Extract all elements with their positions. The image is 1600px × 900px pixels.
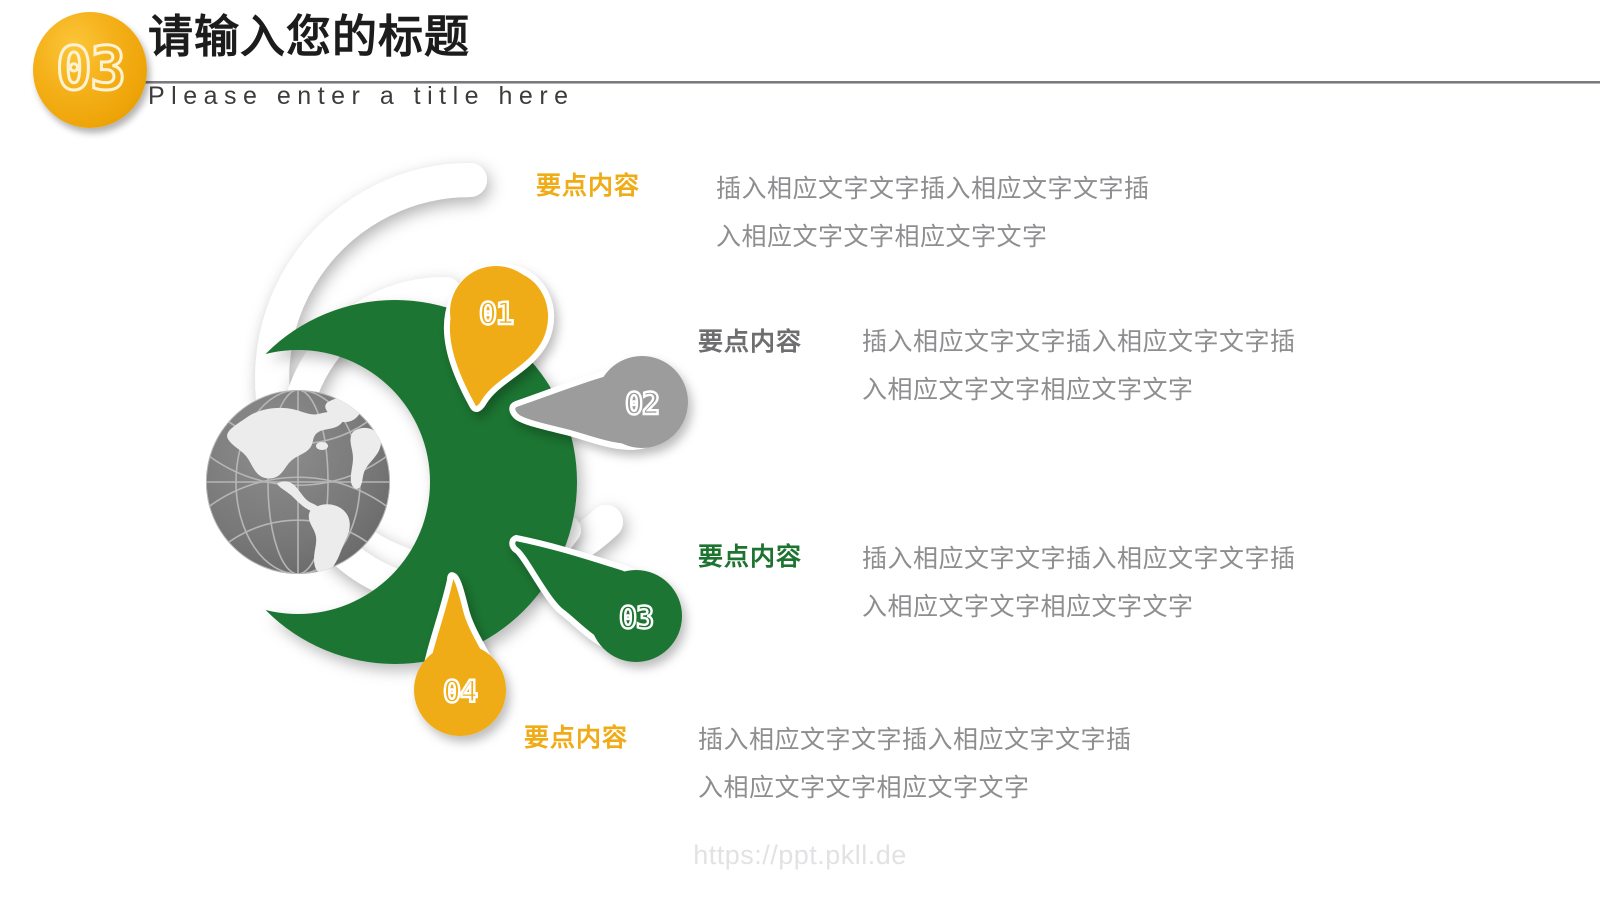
globe-icon [206,390,390,574]
footer-url: https://ppt.pkll.de [693,840,907,870]
item-02-body: 插入相应文字文字插入相应文字文字插 入相应文字文字相应文字文字 [862,318,1296,414]
item-04-body-line-2: 入相应文字文字相应文字文字 [698,773,1030,802]
marker-01 [443,263,555,412]
item-03-body-line-1: 插入相应文字文字插入相应文字文字插 [862,544,1296,573]
item-04-heading: 要点内容 [524,723,629,752]
page-subtitle: Please enter a title here [148,82,575,110]
title-block: 请输入您的标题 Please enter a title here [148,10,1248,111]
item-03-body: 插入相应文字文字插入相应文字文字插 入相应文字文字相应文字文字 [862,535,1296,631]
marker-02-number: 02 [625,387,659,422]
item-03-heading: 要点内容 [698,542,803,571]
item-01-heading: 要点内容 [536,171,641,200]
marker-04-number: 04 [443,675,477,710]
item-02-heading: 要点内容 [698,327,803,356]
item-01-body-line-2: 入相应文字文字相应文字文字 [716,222,1048,251]
header-divider [100,81,1600,84]
item-04-body-line-1: 插入相应文字文字插入相应文字文字插 [698,725,1132,754]
marker-02 [509,356,688,450]
marker-01-number: 01 [479,297,513,332]
marker-03-number: 03 [619,601,653,636]
item-01-body: 插入相应文字文字插入相应文字文字插 入相应文字文字相应文字文字 [716,165,1150,261]
item-02-body-line-1: 插入相应文字文字插入相应文字文字插 [862,327,1296,356]
page-title: 请输入您的标题 [148,10,471,63]
item-03-body-line-2: 入相应文字文字相应文字文字 [862,592,1194,621]
item-01-body-line-1: 插入相应文字文字插入相应文字文字插 [716,174,1150,203]
marker-04 [414,572,506,736]
item-02-body-line-2: 入相应文字文字相应文字文字 [862,375,1194,404]
central-diagram: 01 02 03 04 [150,150,770,770]
marker-03 [509,535,682,662]
section-number-badge: 03 [33,12,147,128]
section-number-text: 03 [54,34,127,104]
item-04-body: 插入相应文字文字插入相应文字文字插 入相应文字文字相应文字文字 [698,716,1132,812]
